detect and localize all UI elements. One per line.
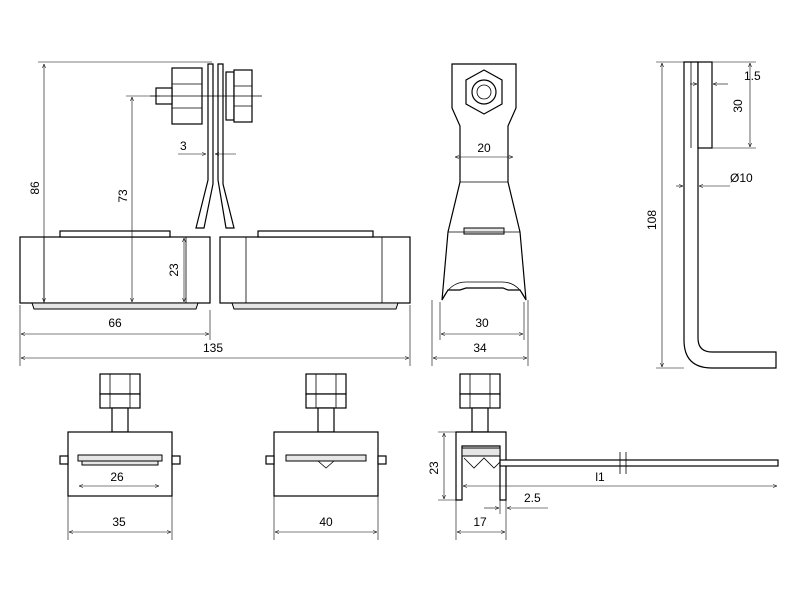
dim-34: 34 [473, 341, 487, 355]
dim-1-5: 1.5 [744, 69, 761, 83]
clamp-view-strip [455, 373, 779, 501]
dim-135: 135 [203, 341, 223, 355]
dim-108: 108 [645, 210, 659, 230]
dim-86: 86 [28, 181, 42, 195]
clamp2-dimensions: 40 [273, 496, 379, 540]
rod-view [683, 61, 777, 369]
rod-plate [697, 61, 713, 149]
clamp1-dimensions: 26 35 [67, 470, 173, 540]
clamp-view-40 [265, 373, 387, 497]
dim-40: 40 [319, 515, 333, 529]
side-view [441, 63, 527, 301]
dim-66: 66 [108, 316, 122, 330]
dim-26: 26 [110, 470, 124, 484]
plate-right [217, 63, 235, 229]
strip [499, 459, 779, 467]
clamp3-dimensions: 23 l1 2.5 17 [427, 431, 777, 540]
front-view [19, 63, 411, 310]
side-dimensions: 20 30 34 [431, 141, 529, 366]
dim-2-5: 2.5 [524, 491, 541, 505]
clamp2-body [273, 431, 379, 497]
dim-20: 20 [477, 141, 491, 155]
dim-30-rod: 30 [731, 99, 745, 113]
dim-l1: l1 [595, 470, 605, 484]
left-block [19, 236, 211, 304]
dim-17: 17 [473, 515, 487, 529]
front-dimensions: 86 73 3 23 66 135 [19, 61, 411, 366]
dim-35: 35 [112, 515, 126, 529]
dim-73: 73 [116, 189, 130, 203]
dim-3: 3 [180, 139, 187, 153]
dim-23-bottom: 23 [427, 461, 441, 475]
dim-diameter: Ø10 [730, 171, 753, 185]
right-block [219, 236, 411, 304]
clamp3-body [455, 431, 507, 501]
rod [683, 61, 777, 369]
dim-30-side: 30 [475, 316, 489, 330]
plate-left [195, 63, 214, 229]
rod-dimensions: 108 1.5 30 Ø10 [645, 61, 761, 369]
dim-23-front: 23 [167, 263, 181, 277]
